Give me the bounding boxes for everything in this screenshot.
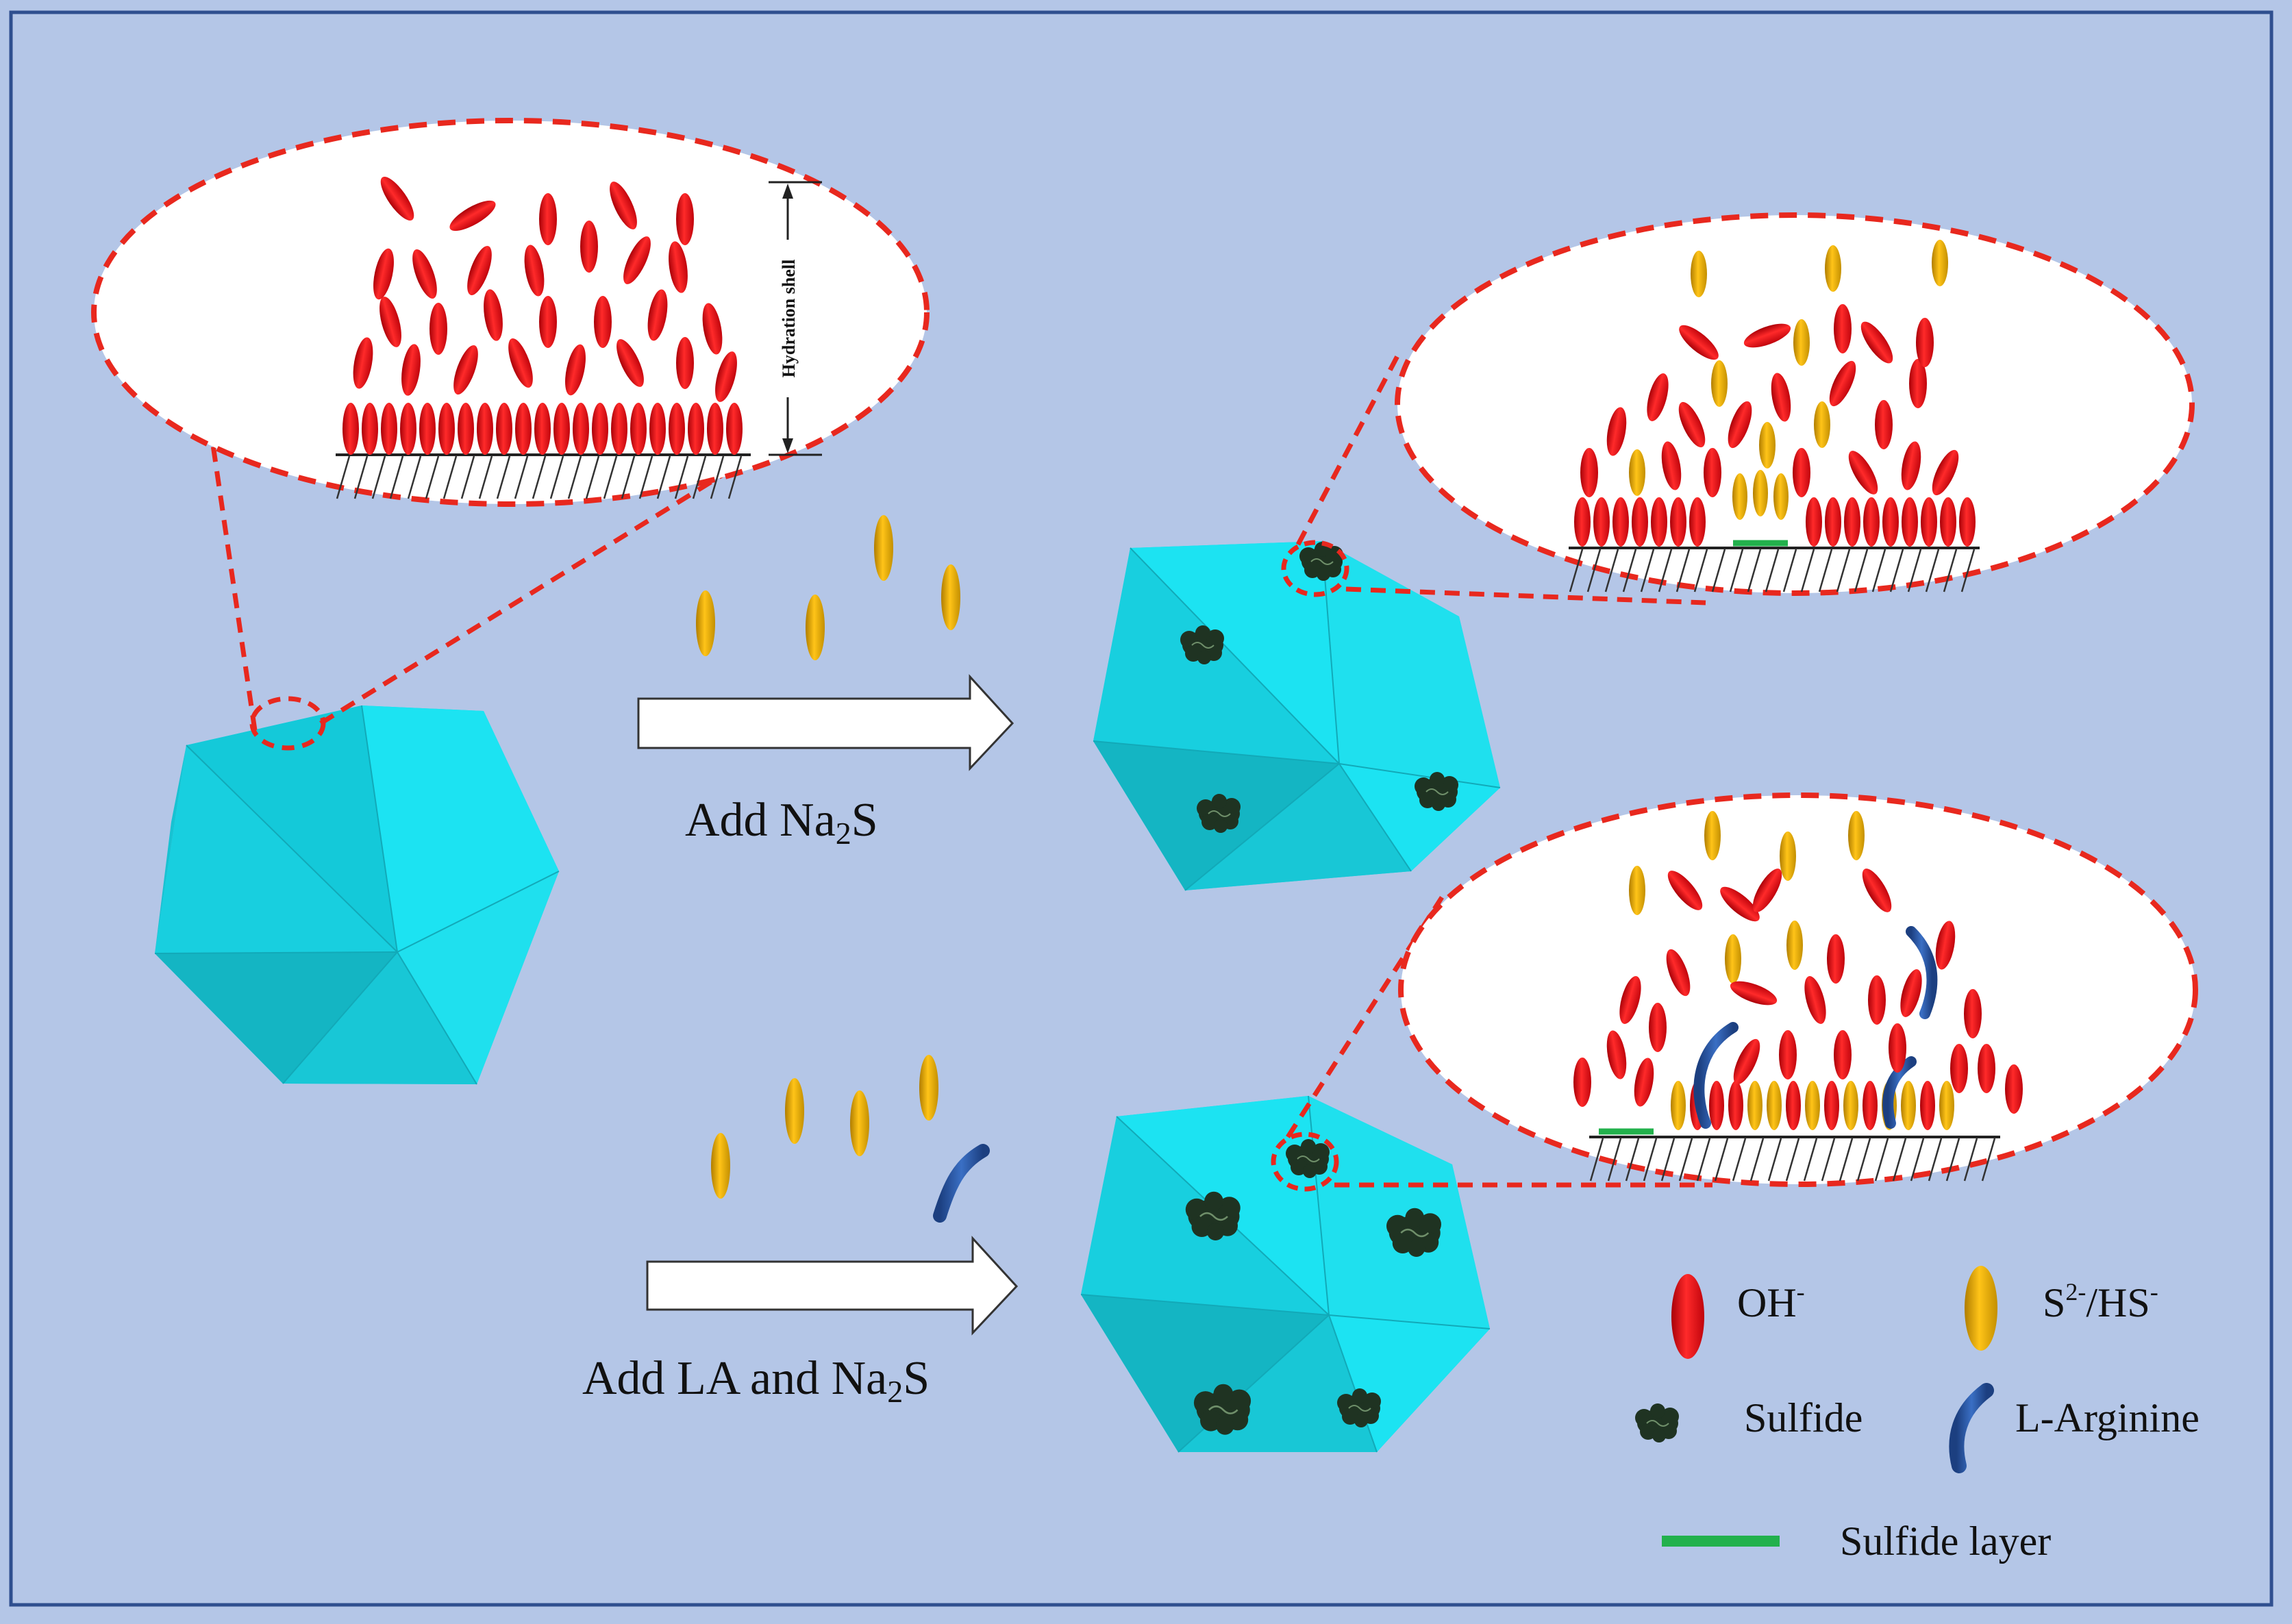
sulfide-cluster-icon xyxy=(1414,771,1459,812)
hydration-shell-label: Hydration shell xyxy=(779,260,799,378)
sulfide-ion-icon xyxy=(1965,1266,1997,1351)
legend-arginine-label: L-Arginine xyxy=(2015,1395,2200,1440)
frame-border xyxy=(9,10,2274,1607)
zoom-na2s-surface xyxy=(1281,212,2195,605)
arrow2-label: Add LA and Na2S xyxy=(582,1352,930,1409)
zoom-hydration-shell: Hydration shell xyxy=(91,118,930,751)
legend-oh-label: OH- xyxy=(1737,1278,1805,1325)
legend: OH- S2-/HS- Sulfide L-Arginine Sulfide l… xyxy=(1634,1266,2200,1564)
oh-scattered xyxy=(353,176,737,402)
sulfide-cluster-icon xyxy=(1385,1207,1443,1258)
arrow-add-la-na2s: Add LA and Na2S xyxy=(582,1055,1019,1409)
sulfide-cluster-icon xyxy=(1285,1138,1330,1179)
polyhedron-pristine xyxy=(154,705,560,1085)
sulfide-cluster-icon xyxy=(1299,541,1344,582)
sulfide-cluster-icon xyxy=(1196,793,1241,834)
sulfide-icon xyxy=(1634,1403,1680,1443)
legend-sulfide-label: Sulfide xyxy=(1744,1395,1863,1440)
arrow1-label: Add Na2S xyxy=(685,794,878,851)
hydration-shell-bracket: Hydration shell xyxy=(769,181,822,456)
legend-s-label: S2-/HS- xyxy=(2043,1278,2158,1325)
zoom-la-na2s-surface xyxy=(1271,792,2198,1192)
sulfide-cluster-icon xyxy=(1180,625,1225,665)
arrow-add-na2s: Add Na2S xyxy=(637,515,1014,851)
polyhedron-na2s xyxy=(1093,540,1501,891)
sulfide-cluster-icon xyxy=(1336,1388,1382,1428)
sulfide-cluster-icon xyxy=(1193,1383,1252,1436)
arginine-icon xyxy=(1949,1383,1994,1473)
oh-bottom-row xyxy=(342,403,743,455)
sulfide-cluster-icon xyxy=(1184,1190,1241,1242)
legend-sulfide-layer-label: Sulfide layer xyxy=(1840,1519,2051,1564)
oh-ion-icon xyxy=(1671,1274,1704,1359)
